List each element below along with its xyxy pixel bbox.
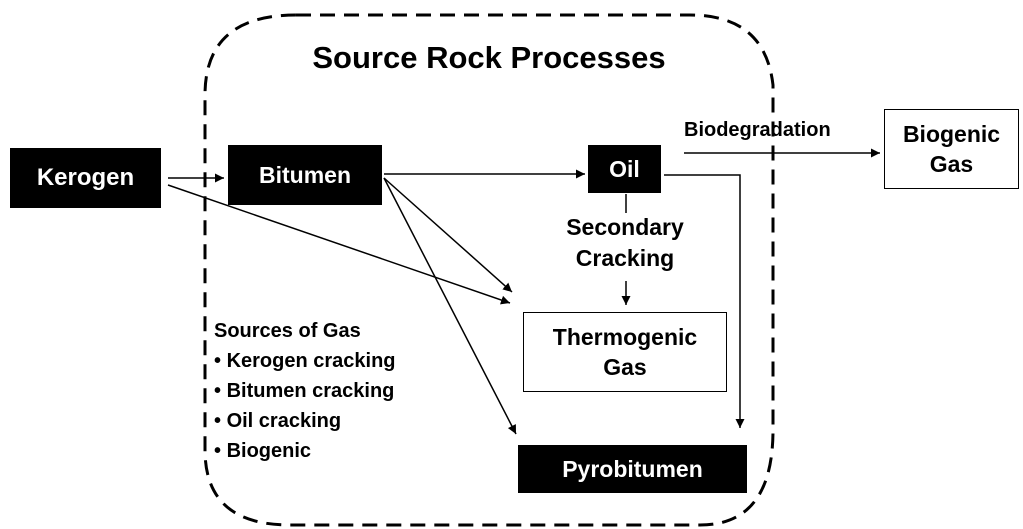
node-oil: Oil: [588, 145, 661, 193]
arrow-oil-to-pyrobitumen: [664, 174, 745, 428]
node-pyrobitumen: Pyrobitumen: [518, 445, 747, 493]
edge-label-secondary-cracking: Secondary Cracking: [546, 212, 704, 274]
sources-of-gas-items: Kerogen cracking Bitumen cracking Oil cr…: [214, 346, 396, 466]
source-item: Kerogen cracking: [214, 346, 396, 376]
node-thermogenic-gas-line-2: Gas: [603, 354, 647, 380]
edge-label-secondary-cracking-line-2: Cracking: [575, 245, 675, 271]
node-kerogen: Kerogen: [10, 148, 161, 208]
diagram-title: Source Rock Processes: [312, 40, 666, 75]
source-item: Oil cracking: [214, 406, 396, 436]
node-thermogenic-gas: Thermogenic Gas: [523, 312, 727, 392]
sources-of-gas-list: Sources of Gas Kerogen cracking Bitumen …: [214, 316, 396, 466]
node-thermogenic-gas-line-1: Thermogenic: [552, 324, 698, 350]
node-bitumen: Bitumen: [228, 145, 382, 205]
arrow-kerogen-to-thermogenic-gas: [167, 184, 511, 305]
arrow-bitumen-to-pyrobitumen: [383, 177, 517, 435]
node-biogenic-gas: Biogenic Gas: [884, 109, 1019, 189]
arrow-bitumen-to-thermogenic-gas: [383, 177, 513, 293]
node-biogenic-gas-line-1: Biogenic: [902, 121, 1001, 147]
source-rock-boundary: [203, 13, 775, 527]
sources-of-gas-heading: Sources of Gas: [214, 320, 361, 342]
source-item: Bitumen cracking: [214, 376, 396, 406]
edge-label-secondary-cracking-line-1: Secondary: [566, 214, 684, 240]
source-item: Biogenic: [214, 436, 396, 466]
edge-label-biodegradation: Biodegradation: [684, 119, 831, 141]
node-biogenic-gas-line-2: Gas: [929, 151, 974, 177]
